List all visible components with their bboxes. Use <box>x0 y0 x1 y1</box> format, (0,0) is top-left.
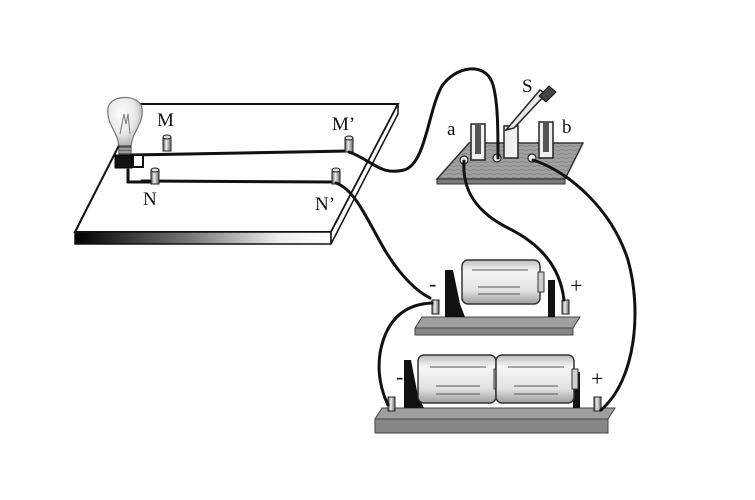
label-n: N <box>143 189 157 210</box>
terminal-post-m <box>162 134 172 152</box>
label-switch-s: S <box>522 76 533 97</box>
battery-cell-icon <box>417 354 501 404</box>
label-top-plus: + <box>570 273 582 298</box>
label-b: b <box>562 117 572 138</box>
battery-cell-icon <box>495 354 579 404</box>
connecting-wires <box>334 67 637 412</box>
label-bottom-minus: - <box>396 364 403 389</box>
terminal-post-n <box>150 167 160 185</box>
terminal-post-m-prime <box>344 135 354 153</box>
battery-holder-top <box>414 259 581 336</box>
resistance-wires <box>126 149 351 184</box>
label-m-prime: M’ <box>332 114 355 135</box>
label-a: a <box>447 119 456 140</box>
light-bulb-icon <box>107 96 144 169</box>
wooden-board <box>73 103 400 245</box>
label-bottom-plus: + <box>591 366 603 391</box>
knife-switch-icon <box>435 85 585 185</box>
label-top-minus: - <box>429 271 436 296</box>
battery-holder-bottom <box>374 354 616 434</box>
label-n-prime: N’ <box>315 194 335 215</box>
label-m: M <box>157 110 174 131</box>
battery-cell-icon <box>461 259 545 305</box>
